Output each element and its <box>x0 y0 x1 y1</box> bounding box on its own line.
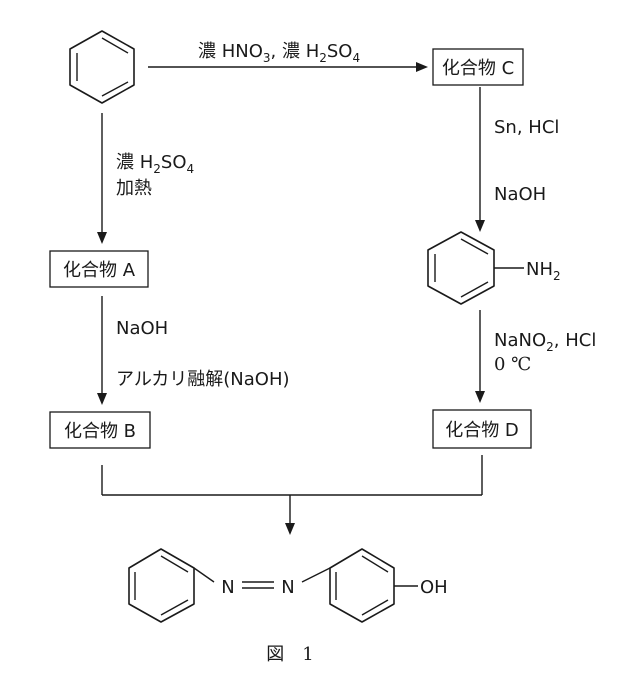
compound-b-label: 化合物 B <box>64 421 136 442</box>
diazotization-reagent-label: NaNO2, HCl <box>494 330 596 354</box>
reduction-arrow <box>475 87 485 232</box>
alkali-fusion-label: アルカリ融解(NaOH) <box>116 369 290 390</box>
azo-nitrogen-1-label: N <box>221 577 234 598</box>
azo-nitrogen-2-label: N <box>281 577 294 598</box>
alkali-fusion-arrow <box>97 296 107 405</box>
compound-a-box <box>49 250 149 288</box>
compound-c-box <box>432 48 524 86</box>
naoh-reagent-label-right: NaOH <box>494 184 546 205</box>
aniline-structure <box>427 231 524 305</box>
reduction-reagent-label: Sn, HCl <box>494 117 559 138</box>
azo-product-structure <box>128 548 418 623</box>
benzene-structure <box>69 30 135 104</box>
compound-c-label: 化合物 C <box>442 58 514 79</box>
compound-a-label: 化合物 A <box>63 260 136 281</box>
compound-d-box <box>432 409 532 449</box>
diazotization-arrow <box>475 310 485 403</box>
sulfonation-reagent-label: 濃 H2SO4 <box>116 152 194 176</box>
figure-caption: 図 1 <box>266 644 313 665</box>
naoh-reagent-label-left: NaOH <box>116 318 168 339</box>
coupling-connector <box>101 455 483 535</box>
nitration-arrow <box>148 62 428 72</box>
compound-d-label: 化合物 D <box>445 420 519 441</box>
sulfonation-arrow <box>97 113 107 244</box>
compound-b-box <box>49 411 151 449</box>
amino-group-label: NH2 <box>526 259 561 283</box>
hydroxyl-label: OH <box>420 577 448 598</box>
nitration-reagent-label: 濃 HNO3, 濃 H2SO4 <box>198 41 360 65</box>
temperature-label: 0 ℃ <box>494 354 531 375</box>
heating-label: 加熱 <box>116 178 152 199</box>
